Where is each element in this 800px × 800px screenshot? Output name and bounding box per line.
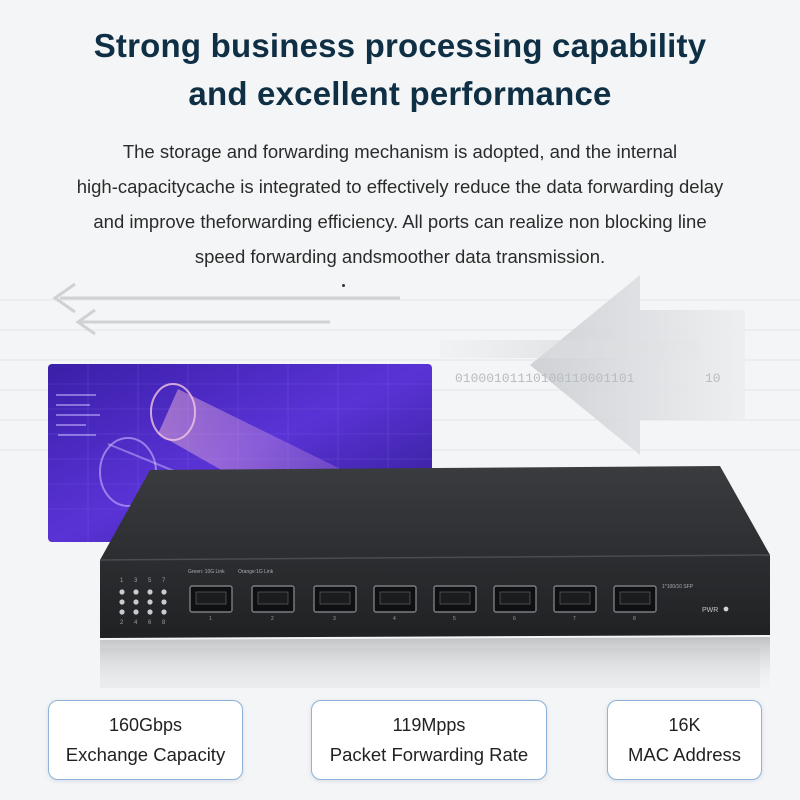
network-switch-device: 1 3 5 7 2 4 6 8 Green: 10G Link Orange:1… bbox=[99, 466, 771, 694]
led-number-4: 4 bbox=[134, 620, 138, 626]
port-number-2: 2 bbox=[271, 616, 274, 622]
description-line-4: speed forwarding andsmoother data transm… bbox=[194, 246, 606, 267]
port-number-7: 7 bbox=[573, 616, 576, 622]
description-line-1: The storage and forwarding mechanism is … bbox=[122, 141, 678, 162]
spec-label: Exchange Capacity bbox=[65, 744, 226, 765]
sfp-port-6[interactable]: 6 bbox=[493, 585, 537, 622]
binary-text-right: 10 bbox=[705, 371, 721, 386]
spec-value: 119Mpps bbox=[392, 715, 466, 735]
port-number-4: 4 bbox=[393, 616, 396, 622]
binary-text: 01000101110100110001101 bbox=[455, 371, 635, 386]
led-number-6: 6 bbox=[148, 620, 152, 626]
sfp-port-2[interactable]: 2 bbox=[251, 585, 295, 622]
description-line-3: and improve theforwarding efficiency. Al… bbox=[93, 211, 707, 232]
sfp-port-7[interactable]: 7 bbox=[553, 585, 597, 622]
spec-mac-address: 16K MAC Address bbox=[607, 700, 762, 780]
green-link-label: Green: 10G Link bbox=[188, 569, 225, 575]
port-number-3: 3 bbox=[333, 616, 336, 622]
spec-exchange-capacity: 160Gbps Exchange Capacity bbox=[48, 700, 243, 780]
headline-line-2: and excellent performance bbox=[188, 75, 612, 112]
spec-value: 16K bbox=[668, 715, 701, 735]
spec-value: 160Gbps bbox=[108, 715, 183, 735]
led-number-7: 7 bbox=[162, 578, 166, 584]
description: The storage and forwarding mechanism is … bbox=[0, 134, 800, 274]
sfp-port-4[interactable]: 4 bbox=[373, 585, 417, 622]
power-led bbox=[723, 606, 729, 612]
spec-label: Packet Forwarding Rate bbox=[329, 744, 529, 765]
sfp-port-5[interactable]: 5 bbox=[433, 585, 477, 622]
spec-row: 160Gbps Exchange Capacity 119Mpps Packet… bbox=[0, 700, 800, 780]
spec-packet-forwarding-rate: 119Mpps Packet Forwarding Rate bbox=[311, 700, 547, 780]
led-number-2: 2 bbox=[120, 620, 124, 626]
port-number-1: 1 bbox=[209, 616, 212, 622]
headline: Strong business processing capability an… bbox=[0, 22, 800, 118]
led-number-1: 1 bbox=[120, 578, 124, 584]
port-number-8: 8 bbox=[633, 616, 636, 622]
sfp-ports: 1 2 3 4 5 6 7 8 bbox=[189, 585, 657, 622]
led-number-5: 5 bbox=[148, 578, 152, 584]
led-number-3: 3 bbox=[134, 578, 138, 584]
orange-link-label: Orange:1G Link bbox=[238, 569, 274, 575]
port-number-5: 5 bbox=[453, 616, 456, 622]
sfp-port-1[interactable]: 1 bbox=[189, 585, 233, 622]
port-number-6: 6 bbox=[513, 616, 516, 622]
decorative-dot bbox=[342, 284, 345, 287]
description-line-2: high-capacitycache is integrated to effe… bbox=[76, 176, 724, 197]
spec-label: MAC Address bbox=[627, 744, 742, 765]
led-number-8: 8 bbox=[162, 620, 166, 626]
sfp-port-8[interactable]: 8 bbox=[613, 585, 657, 622]
sfp-label: 1*100/10 SFP bbox=[662, 584, 694, 590]
pwr-label: PWR bbox=[702, 607, 718, 614]
headline-line-1: Strong business processing capability bbox=[93, 27, 707, 64]
sfp-port-3[interactable]: 3 bbox=[313, 585, 357, 622]
device-reflection bbox=[100, 637, 770, 694]
